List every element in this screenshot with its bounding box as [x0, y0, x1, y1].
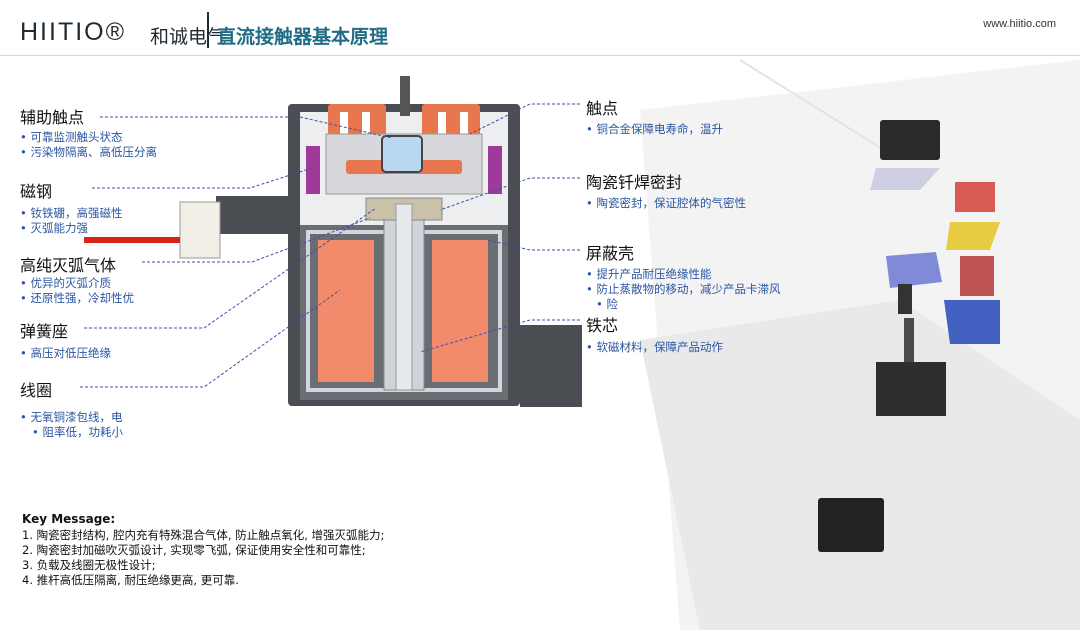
- desc-item: 防止蒸散物的移动，减少产品卡滞风: [586, 282, 780, 297]
- auxiliary-contact: [381, 135, 423, 173]
- label-magnet: 磁钢: [20, 182, 53, 201]
- header: HIITIO® 和诚电气 直流接触器基本原理 www.hiitio.com: [0, 0, 1080, 56]
- push-rod: [395, 203, 413, 391]
- label-contact: 触点: [586, 99, 619, 118]
- desc-arc-gas: 优异的灭弧介质 还原性强，冷却性优: [20, 276, 134, 306]
- desc-iron-core: 软磁材料，保障产品动作: [586, 340, 723, 355]
- desc-item: 阻率低，功耗小: [20, 425, 123, 440]
- desc-item: 优异的灭弧介质: [20, 276, 134, 291]
- desc-magnet: 钕铁硼，高强磁性 灭弧能力强: [20, 206, 122, 236]
- header-separator: [207, 12, 209, 48]
- desc-item: 险: [586, 297, 780, 312]
- key-message-item: 1. 陶瓷密封结构, 腔内充有特殊混合气体, 防止触点氧化, 增强灭弧能力;: [22, 528, 385, 542]
- leader-lines-left: [80, 116, 393, 388]
- header-rule: [0, 55, 1080, 56]
- coil-right: [432, 240, 488, 382]
- label-coil: 线圈: [20, 381, 53, 400]
- wire-connector: [179, 201, 221, 259]
- desc-item: 钕铁硼，高强磁性: [20, 206, 122, 221]
- desc-item: 污染物隔离、高低压分离: [20, 145, 157, 160]
- desc-item: 无氧铜漆包线，电: [20, 410, 123, 425]
- label-ceramic-seal: 陶瓷钎焊密封: [586, 173, 683, 192]
- label-shield-shell: 屏蔽壳: [586, 244, 635, 263]
- top-shaft: [400, 76, 410, 116]
- key-message-title: Key Message:: [22, 512, 116, 526]
- label-arc-gas: 高纯灭弧气体: [20, 256, 117, 275]
- page-title: 直流接触器基本原理: [217, 26, 389, 48]
- desc-item: 灭弧能力强: [20, 221, 122, 236]
- key-message-item: 2. 陶瓷密封加磁吹灭弧设计, 实现零飞弧, 保证使用安全性和可靠性;: [22, 543, 366, 557]
- desc-contact: 铜合金保障电寿命，温升: [586, 122, 723, 137]
- key-message-item: 3. 负载及线圈无极性设计;: [22, 558, 156, 572]
- magnet-left: [306, 146, 320, 194]
- desc-item: 高压对低压绝缘: [20, 346, 111, 361]
- label-auxiliary-contact: 辅助触点: [20, 108, 85, 127]
- leader-lines-right: [419, 103, 580, 353]
- desc-item: 铜合金保障电寿命，温升: [586, 122, 723, 137]
- desc-item: 可靠监测触头状态: [20, 130, 157, 145]
- desc-item: 提升产品耐压绝缘性能: [586, 267, 780, 282]
- desc-shield-shell: 提升产品耐压绝缘性能 防止蒸散物的移动，减少产品卡滞风 险: [586, 267, 780, 312]
- lead-wire: [84, 237, 180, 243]
- label-iron-core: 铁芯: [586, 316, 619, 335]
- desc-auxiliary-contact: 可靠监测触头状态 污染物隔离、高低压分离: [20, 130, 157, 160]
- desc-item: 还原性强，冷却性优: [20, 291, 134, 306]
- exploded-view: [818, 120, 1000, 552]
- desc-item: 软磁材料，保障产品动作: [586, 340, 723, 355]
- desc-ceramic-seal: 陶瓷密封，保证腔体的气密性: [586, 196, 746, 211]
- key-message: Key Message: 1. 陶瓷密封结构, 腔内充有特殊混合气体, 防止触点…: [22, 512, 384, 588]
- magnet-right: [488, 146, 502, 194]
- label-spring-seat: 弹簧座: [20, 322, 69, 341]
- desc-spring-seat: 高压对低压绝缘: [20, 346, 111, 361]
- desc-item: 陶瓷密封，保证腔体的气密性: [586, 196, 746, 211]
- website-url[interactable]: www.hiitio.com: [983, 18, 1056, 30]
- key-message-item: 4. 推杆高低压隔离, 耐压绝缘更高, 更可靠.: [22, 573, 239, 587]
- brand-logo: HIITIO®: [20, 18, 127, 46]
- coil-left: [318, 240, 374, 382]
- desc-coil: 无氧铜漆包线，电 阻率低，功耗小: [20, 410, 123, 440]
